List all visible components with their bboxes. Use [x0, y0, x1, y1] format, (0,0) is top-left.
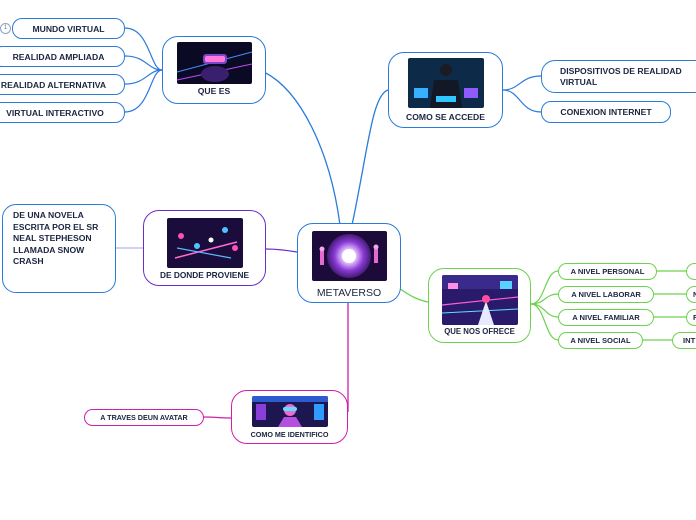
notes-badge[interactable]: 1: [0, 23, 11, 34]
topic-de-donde-proviene[interactable]: DE DONDE PROVIENE: [143, 210, 266, 286]
topic-que-nos-ofrece-label: QUE NOS OFRECE: [444, 327, 515, 336]
subtopic-realidad-alternativa[interactable]: REALIDAD ALTERNATIVA: [0, 74, 125, 95]
topic-como-me-identifico[interactable]: COMO ME IDENTIFICO: [231, 390, 348, 444]
detail-nivel-social[interactable]: INT: [672, 332, 696, 349]
topic-de-donde-proviene-label: DE DONDE PROVIENE: [160, 270, 249, 280]
subtopic-virtual-interactivo[interactable]: VIRTUAL INTERACTIVO: [0, 102, 125, 123]
detail-snow-crash-origin[interactable]: DE UNA NOVELA ESCRITA POR EL SR NEAL STE…: [2, 204, 116, 293]
subtopic-mundo-virtual[interactable]: MUNDO VIRTUAL: [12, 18, 125, 39]
topic-que-es-label: QUE ES: [197, 86, 231, 96]
vr-headset-image: [177, 42, 252, 84]
neon-city-image: [442, 275, 518, 325]
topic-que-nos-ofrece[interactable]: QUE NOS OFRECE: [428, 268, 531, 343]
topic-como-se-accede-label: COMO SE ACCEDE: [406, 112, 485, 122]
subtopic-dispositivos-realidad-virtual[interactable]: DISPOSITIVOS DE REALIDAD VIRTUAL: [541, 60, 696, 93]
subtopic-realidad-ampliada[interactable]: REALIDAD AMPLIADA: [0, 46, 125, 67]
link-center-que-es: [263, 71, 341, 226]
topic-como-se-accede[interactable]: COMO SE ACCEDE: [388, 52, 503, 128]
central-topic-metaverso[interactable]: METAVERSO: [297, 223, 401, 303]
topic-que-es[interactable]: QUE ES: [162, 36, 266, 104]
link-center-que-nos-ofrece: [398, 287, 429, 303]
subtopic-conexion-internet[interactable]: CONEXION INTERNET: [541, 101, 671, 123]
subtopic-nivel-familiar[interactable]: A NIVEL FAMILIAR: [558, 309, 654, 326]
detail-nivel-familiar[interactable]: F: [686, 309, 696, 326]
subtopic-nivel-laborar[interactable]: A NIVEL LABORAR: [558, 286, 654, 303]
link-center-de-donde: [265, 248, 298, 253]
avatar-image: [252, 396, 328, 427]
subtopic-nivel-personal[interactable]: A NIVEL PERSONAL: [558, 263, 657, 280]
detail-nivel-personal[interactable]: [686, 263, 696, 280]
central-topic-label: METAVERSO: [316, 287, 382, 299]
metaverse-portal-image: [312, 231, 387, 281]
neon-crowd-image: [167, 218, 243, 268]
subtopic-a-traves-de-un-avatar[interactable]: A TRAVES DEUN AVATAR: [84, 409, 204, 426]
link-center-como-se-accede: [351, 89, 389, 226]
subtopic-nivel-social[interactable]: A NIVEL SOCIAL: [558, 332, 643, 349]
subtopic-dispositivos-label: DISPOSITIVOS DE REALIDAD VIRTUAL: [560, 65, 682, 87]
detail-nivel-laborar[interactable]: N: [686, 286, 696, 303]
topic-como-me-identifico-label: COMO ME IDENTIFICO: [250, 430, 329, 439]
person-with-devices-image: [408, 58, 484, 108]
